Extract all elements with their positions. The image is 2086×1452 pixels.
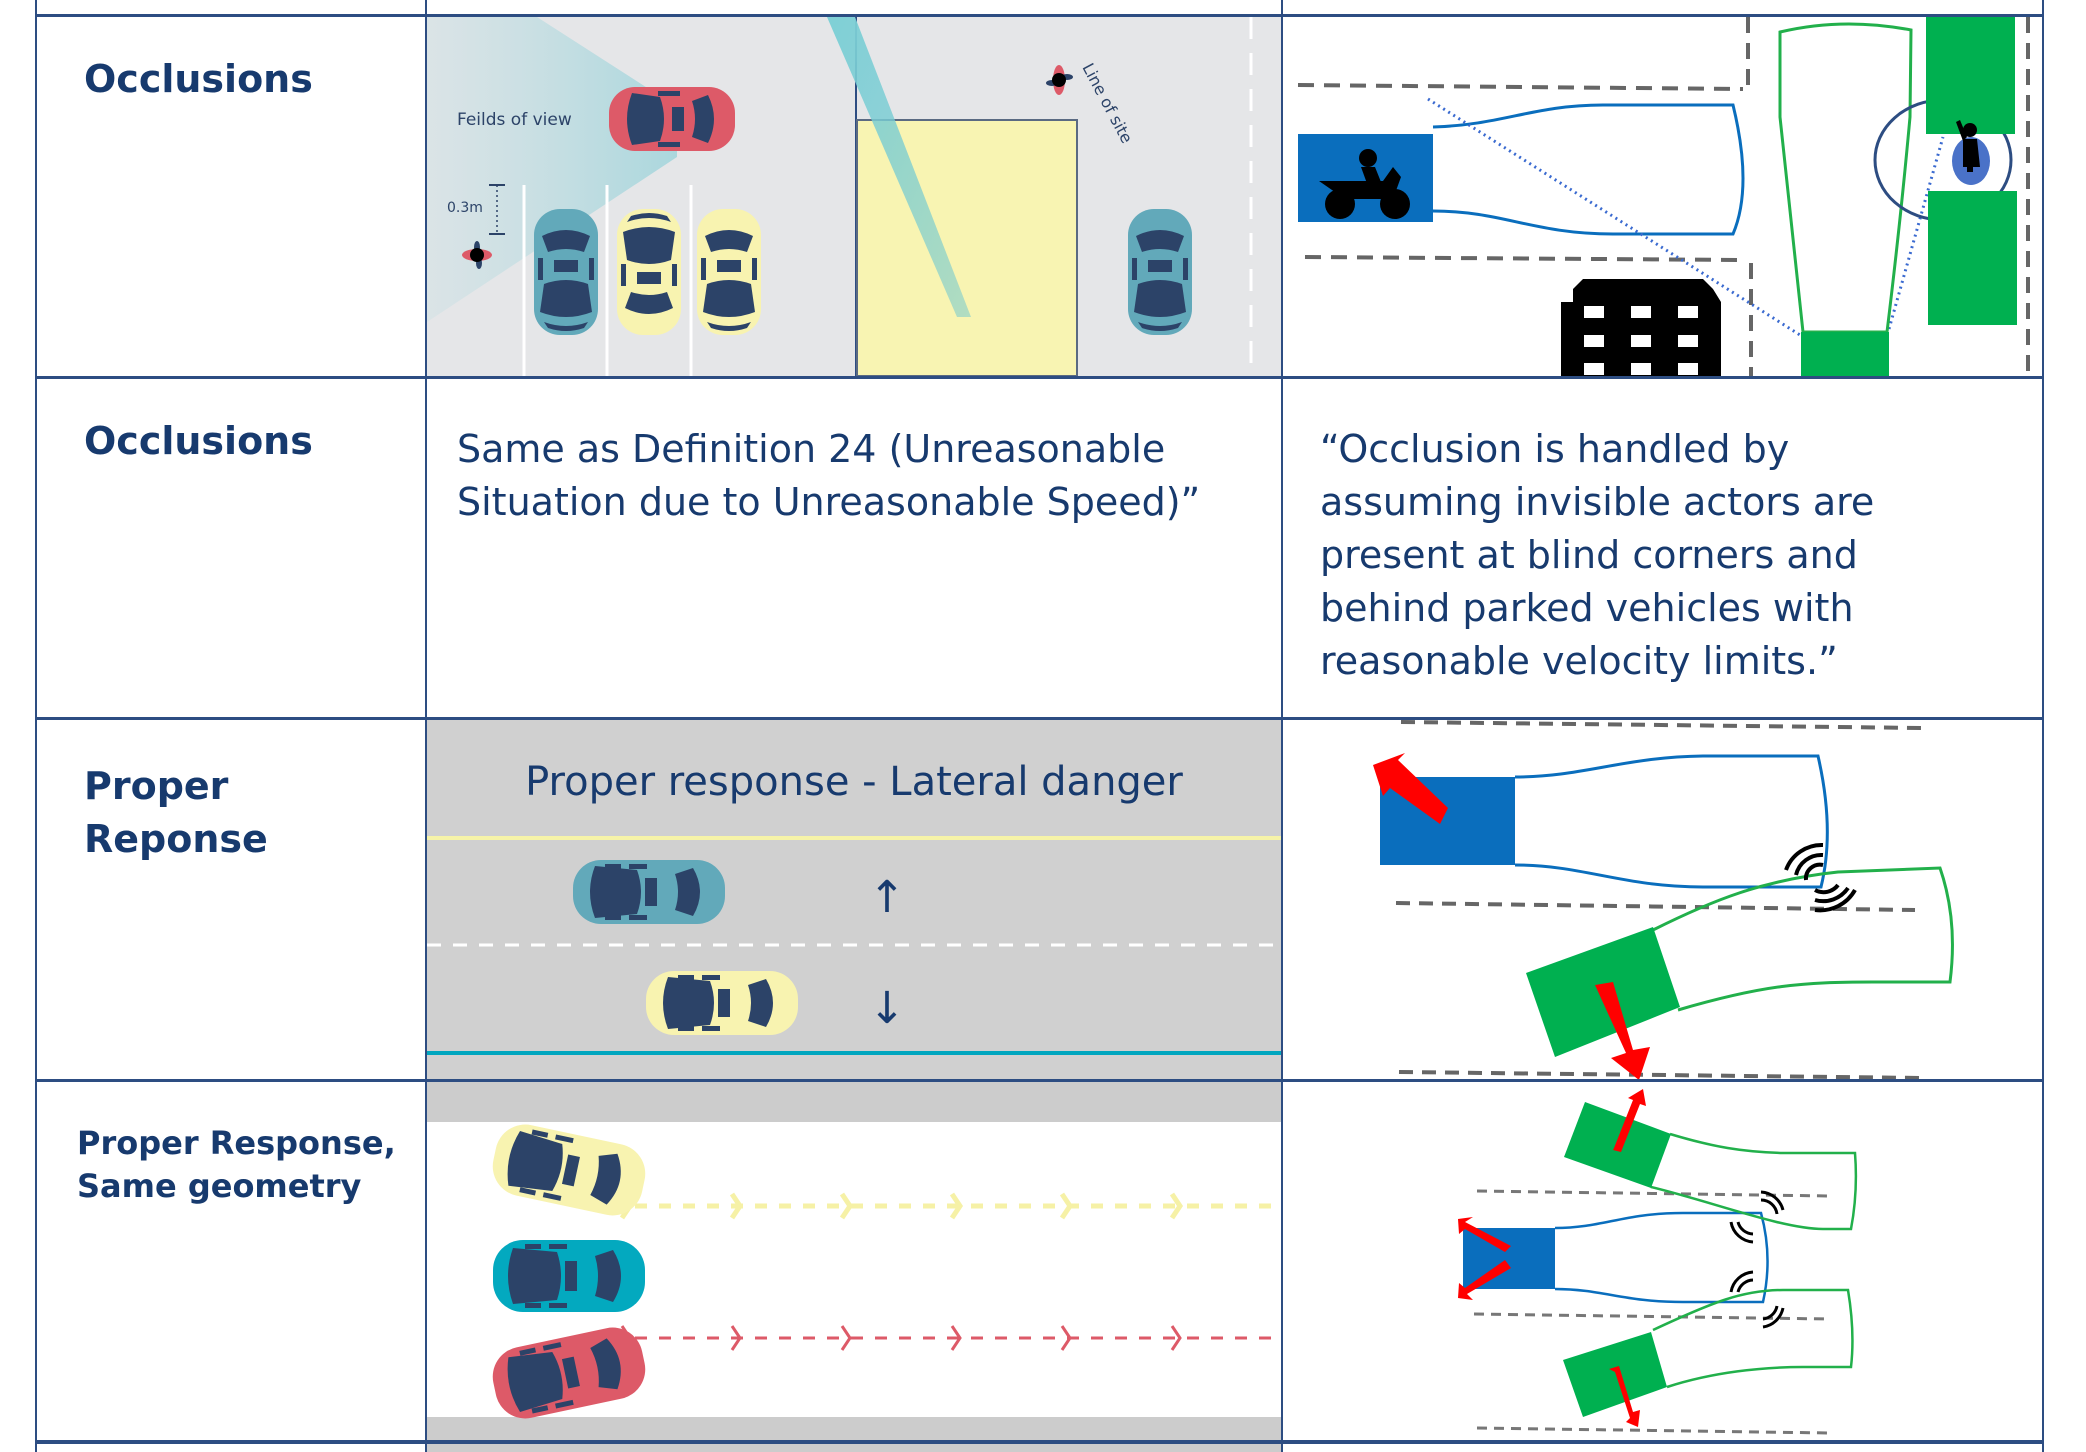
label-line-2: Same geometry (77, 1167, 362, 1206)
label-line-1: Proper Response, (77, 1124, 396, 1162)
arrow-up-icon: ↑ (869, 872, 906, 923)
lateral-danger-title: Proper response - Lateral danger (525, 759, 1183, 805)
blocked-sightline (1427, 97, 1801, 337)
lateral-danger-diagram: Proper response - Lateral danger ↑ ↓ (427, 720, 1281, 1079)
teal-car-icon (573, 860, 725, 924)
same-geometry-response-diagram (1283, 1082, 2042, 1440)
occlusion-parking-diagram: Feilds of view 0.3m Line of site (427, 17, 1281, 376)
row-label-occlusions-2: Occlusions (84, 419, 313, 463)
green-vehicle-bottom (1563, 1332, 1667, 1417)
ego-vehicle (1801, 332, 1889, 376)
danger-arrow-1 (1373, 753, 1448, 824)
gap-measure (489, 184, 505, 235)
col-border-left (35, 0, 37, 1452)
col-border-right (2042, 0, 2044, 1452)
occlusion-handling-quote: “Occlusion is handled by assuming invisi… (1320, 423, 1874, 688)
ego-trajectory (1778, 22, 1913, 334)
lateral-response-diagram (1283, 720, 2042, 1079)
danger-arrow-top (1613, 1089, 1646, 1152)
row-label-same-geometry: Proper Response, Same geometry (77, 1122, 396, 1208)
danger-arrow-bottom (1609, 1366, 1640, 1427)
red-path-arrows (587, 1325, 1281, 1351)
definition-line-1: Same as Definition 24 (Unreasonable (457, 427, 1166, 471)
occlusion-intersection-diagram (1283, 17, 2042, 376)
pedestrian-icon (1956, 120, 1980, 172)
cyan-car-icon (493, 1240, 645, 1312)
pedestrian-icon-2 (1046, 65, 1073, 95)
road-surface (427, 720, 1281, 1079)
row-border-3 (36, 1079, 2044, 1082)
pedestrian-icon (462, 241, 492, 269)
definition-line-2: Situation due to Unreasonable Speed)” (457, 480, 1201, 524)
collision-signal-icons (1729, 1190, 1785, 1329)
quote-line-3: present at blind corners and (1320, 533, 1858, 577)
motorcycle-trajectory (1432, 103, 1745, 236)
field-of-view-cone (427, 17, 677, 322)
quote-line-2: assuming invisible actors are (1320, 480, 1875, 524)
building-icon (1561, 279, 1721, 376)
quote-line-1: “Occlusion is handled by (1320, 427, 1790, 471)
parked-vehicle-top (1926, 17, 2015, 134)
yellow-path-arrows (587, 1192, 1281, 1220)
label-line-1: Proper (84, 764, 229, 808)
green-vehicle-trajectory (1652, 866, 1954, 1012)
lane-lines (1473, 1189, 1832, 1435)
row-border-2 (36, 717, 2044, 720)
fov-label: Feilds of view (457, 110, 572, 130)
line-of-sight-beam (827, 17, 971, 317)
label-line-2: Reponse (84, 817, 268, 861)
row-border-4 (36, 1440, 2044, 1444)
teal-parked-car-icon (534, 209, 598, 335)
row-label-proper-response: Proper Reponse (84, 760, 268, 866)
row-label-occlusions-1: Occlusions (84, 57, 313, 101)
gap-label: 0.3m (447, 200, 483, 216)
definition-reference-text: Same as Definition 24 (Unreasonable Situ… (457, 423, 1200, 529)
next-row-strip (427, 1444, 1281, 1452)
quote-line-5: reasonable velocity limits.” (1320, 639, 1838, 683)
quote-line-4: behind parked vehicles with (1320, 586, 1854, 630)
yellow-parked-car-icon-2 (697, 209, 761, 335)
danger-arrow-2 (1595, 982, 1650, 1079)
red-car-icon (609, 87, 735, 151)
col-border-2 (1281, 0, 1283, 1452)
danger-arrow-left-down (1458, 1260, 1511, 1300)
road-shoulder-top (427, 1082, 1281, 1122)
danger-arrow-left-up (1458, 1217, 1511, 1252)
green-vehicle-top-trajectory (1650, 1132, 1858, 1231)
motorcycle-icon (1319, 149, 1410, 219)
yellow-car-icon (646, 971, 798, 1035)
row-border-1 (36, 376, 2044, 379)
same-geometry-diagram (427, 1082, 1281, 1440)
row-border-top (36, 14, 2044, 17)
col-border-1 (425, 0, 427, 1452)
blue-vehicle-trajectory (1554, 1211, 1769, 1304)
road-shoulder-bottom (427, 1417, 1281, 1440)
parked-vehicle-bottom (1928, 191, 2017, 325)
collision-signal-icon (1784, 842, 1857, 913)
teal-moving-car-icon (1128, 209, 1192, 335)
yellow-parked-car-icon (617, 209, 681, 335)
parking-lines (522, 185, 693, 376)
road-edges (1297, 17, 2030, 376)
green-vehicle-bottom-trajectory (1652, 1288, 1854, 1389)
arrow-down-icon: ↓ (869, 983, 906, 1034)
lane-lines (1395, 720, 1924, 1079)
blue-vehicle-trajectory (1514, 754, 1829, 889)
